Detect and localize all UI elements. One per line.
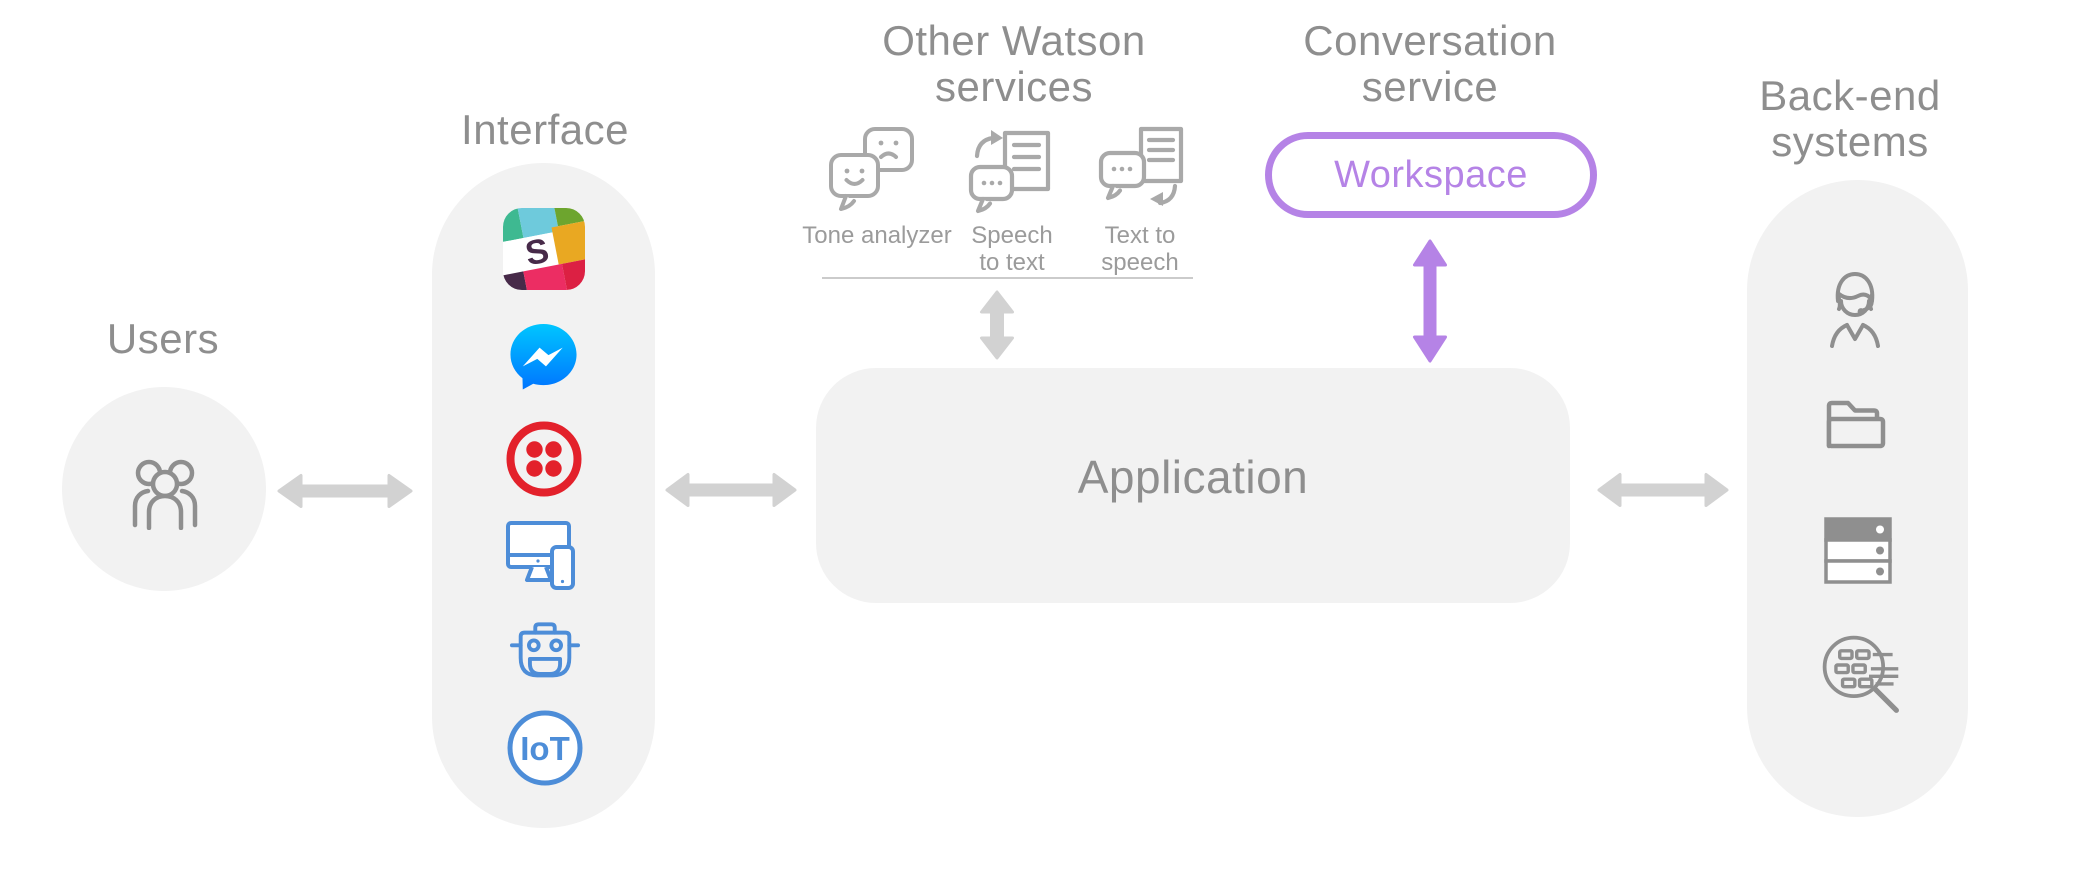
watson-application-arrow (979, 290, 1015, 360)
users-interface-arrow (277, 473, 413, 509)
application-label: Application (1077, 450, 1309, 503)
conversation-title-line2: service (1361, 63, 1499, 110)
workspace-pill: Workspace (1265, 132, 1597, 218)
watson-title-line1: Other Watson (882, 17, 1146, 64)
interface-label-text: Interface (461, 106, 629, 153)
folder-icon (1821, 396, 1891, 456)
speech-to-text-label-line2: to text (979, 249, 1045, 276)
backend-title-line1: Back-end (1759, 72, 1941, 119)
backend-pill (1747, 180, 1968, 817)
interface-label: Interface (435, 107, 655, 153)
slack-icon: S (503, 208, 585, 290)
conversation-service-title: Conversation service (1230, 18, 1630, 110)
tone-analyzer-icon (827, 124, 919, 219)
workspace-label: Workspace (1334, 153, 1528, 196)
backend-systems-title: Back-end systems (1650, 73, 2050, 165)
conversation-title-line1: Conversation (1303, 17, 1557, 64)
text-to-speech-label-line1: Text to (1104, 222, 1176, 249)
watson-title-line2: services (934, 63, 1094, 110)
users-label: Users (58, 316, 268, 362)
application-backend-arrow (1597, 472, 1729, 508)
speech-to-text-icon (963, 124, 1055, 219)
people-group-icon (125, 454, 205, 530)
tone-analyzer-label: Tone analyzer (797, 222, 957, 249)
watson-divider (822, 277, 1193, 279)
speech-to-text-label: Speech to text (932, 222, 1092, 276)
tone-analyzer-label-line1: Tone analyzer (802, 222, 952, 249)
text-to-speech-label-line2: speech (1101, 249, 1179, 276)
backend-title-line2: systems (1771, 118, 1929, 165)
server-icon (1823, 516, 1893, 586)
speech-to-text-label-line1: Speech (971, 222, 1053, 249)
iot-label: IoT (520, 730, 569, 767)
iot-icon: IoT (506, 709, 584, 787)
workspace-application-arrow (1412, 238, 1448, 364)
users-label-text: Users (106, 315, 220, 362)
text-to-speech-icon (1095, 124, 1187, 219)
interface-application-arrow (665, 472, 797, 508)
text-to-speech-label: Text to speech (1060, 222, 1220, 276)
messenger-icon (507, 321, 580, 394)
watson-services-title: Other Watson services (814, 18, 1214, 110)
desktop-and-phone-icon (505, 518, 585, 598)
support-agent-icon (1815, 265, 1895, 350)
twilio-icon (503, 418, 585, 500)
application-box: Application (816, 368, 1570, 603)
chatbot-icon (509, 618, 581, 692)
data-search-icon (1818, 631, 1903, 716)
